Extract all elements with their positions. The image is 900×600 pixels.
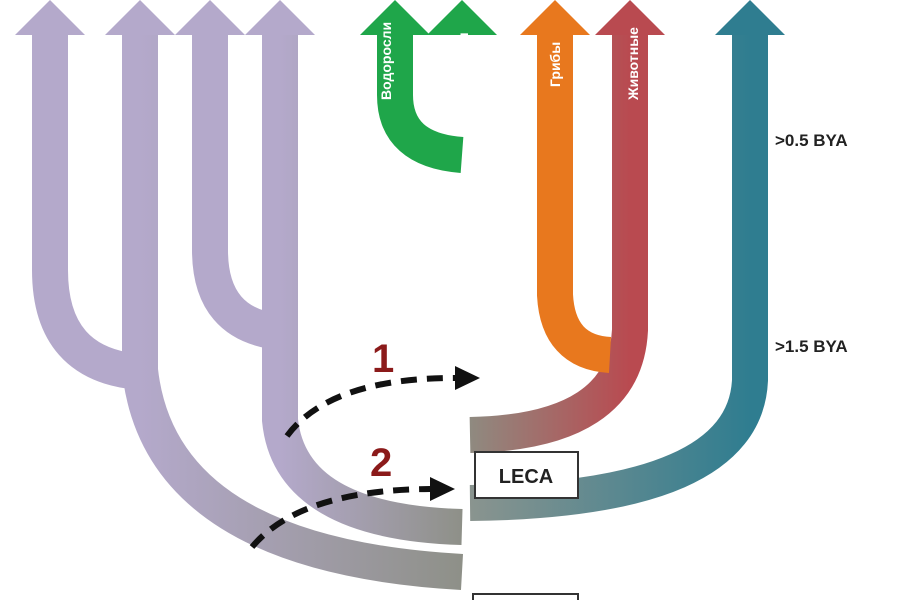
event-number-1: 1 <box>372 337 394 381</box>
time-marker-upper: >0.5 BYA <box>775 131 848 150</box>
plants-arrowhead <box>427 0 497 35</box>
plants-label: Растения <box>455 32 471 97</box>
algae-arrowhead <box>360 0 430 35</box>
purple-lineage-b <box>192 30 463 545</box>
teal-arrowhead <box>715 0 785 35</box>
leca-label: LECA <box>499 466 553 488</box>
event-number-2: 2 <box>370 441 392 485</box>
fungi-label: Грибы <box>547 42 563 87</box>
fungi-arrowhead <box>520 0 590 35</box>
fungi-lineage <box>537 30 612 373</box>
time-marker-lower: >1.5 BYA <box>775 337 848 356</box>
leca-box: LECA <box>474 451 579 499</box>
purple-arrowheads <box>15 0 315 35</box>
event-arrow-1 <box>284 366 480 438</box>
purple-lineage-a <box>32 30 464 590</box>
animals-label: Животные <box>625 27 641 101</box>
arrowhead-icon <box>430 477 455 501</box>
animals-lineage <box>469 30 648 453</box>
animals-arrowhead <box>595 0 665 35</box>
arrowhead-icon <box>455 366 480 390</box>
algae-label: Водоросли <box>378 22 394 100</box>
event-arrow-2 <box>249 477 455 549</box>
teal-lineage <box>469 30 768 521</box>
lower-node-box <box>472 593 579 600</box>
